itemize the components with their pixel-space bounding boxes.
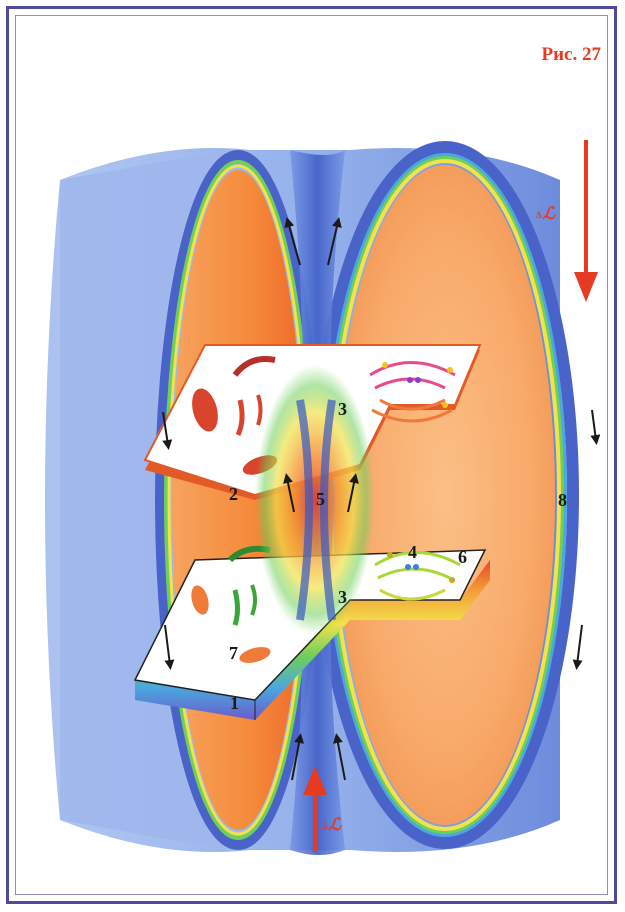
delta-l-top: Δℒ — [536, 205, 555, 222]
label-3-upper: 3 — [338, 400, 347, 418]
label-7: 7 — [229, 644, 238, 662]
label-3-lower: 3 — [338, 588, 347, 606]
label-2: 2 — [229, 485, 238, 503]
delta-symbol-bottom: Δ — [322, 821, 328, 831]
flux-symbol-bottom: ℒ — [329, 815, 341, 834]
flux-symbol-top: ℒ — [543, 204, 555, 223]
label-8: 8 — [558, 491, 567, 509]
central-core-glow — [255, 365, 375, 635]
delta-l-bottom: Δℒ — [322, 816, 341, 833]
label-6: 6 — [458, 548, 467, 566]
label-5: 5 — [316, 490, 325, 508]
label-1: 1 — [230, 694, 239, 712]
label-4: 4 — [408, 543, 417, 561]
flux-arrow-top — [574, 140, 598, 302]
delta-symbol-top: Δ — [536, 210, 542, 220]
figure-label: Рис. 27 — [542, 44, 602, 66]
